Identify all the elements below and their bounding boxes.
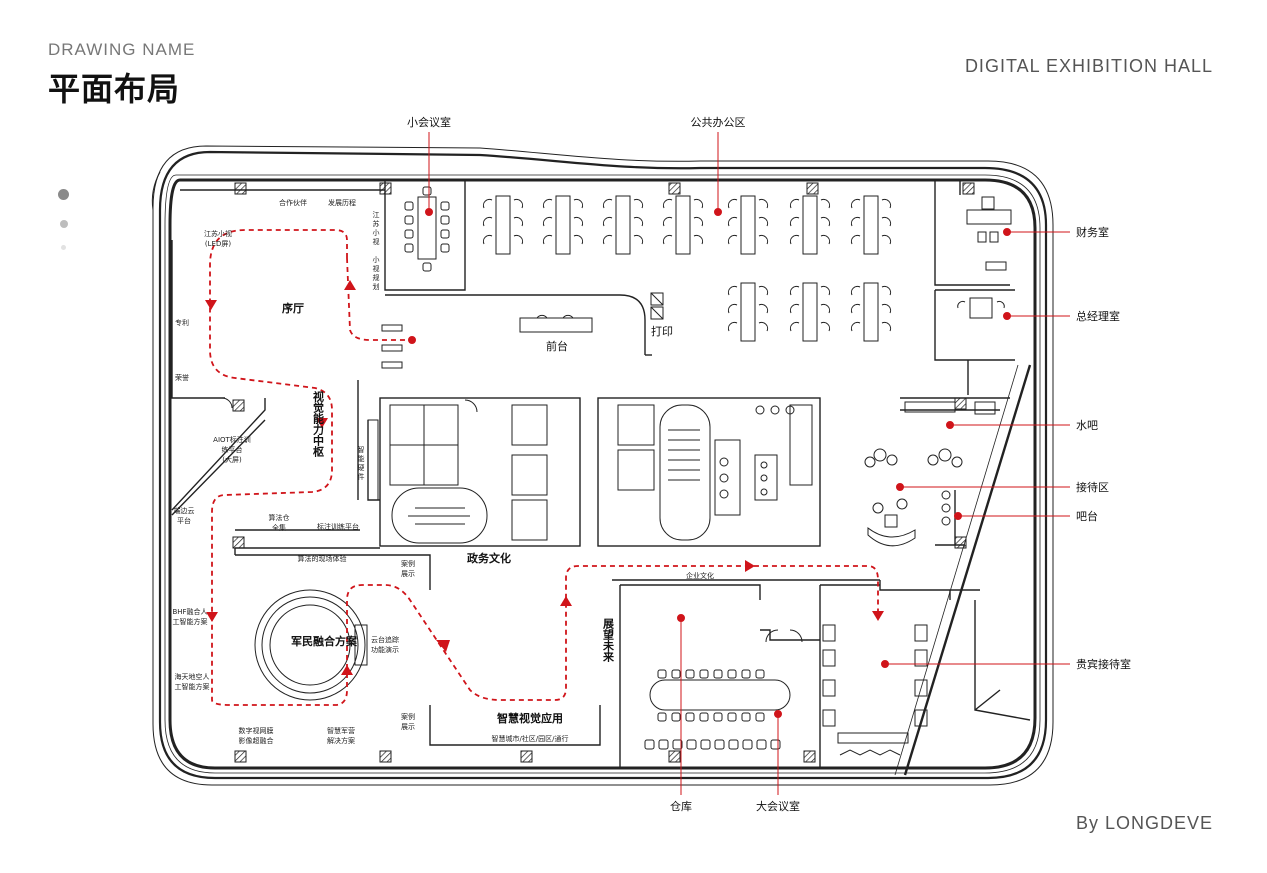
- water-bar-label: 水吧: [1076, 419, 1098, 432]
- jiangsu-label-2: (LED屏): [205, 240, 231, 248]
- corp-culture-label: 企业文化: [686, 571, 714, 580]
- smart-vision-label: 智慧视觉应用: [497, 711, 563, 725]
- outer-walls: [151, 145, 1054, 786]
- plan-vertical-char-1: 小: [373, 255, 380, 264]
- callout-leaders: [408, 132, 1070, 795]
- jiangsu-vertical-char-2: 苏: [373, 219, 380, 228]
- jiangsu-label-1: 江苏小视: [204, 229, 232, 238]
- case2-label-1: 案例: [401, 712, 415, 721]
- pager-dot-3[interactable]: [61, 245, 66, 250]
- reception-area-label: 接待区: [1076, 480, 1109, 494]
- front-desk-label: 前台: [546, 339, 568, 353]
- page-title: 平面布局: [48, 70, 181, 108]
- print-label: 打印: [651, 324, 673, 338]
- aiot-label-3: (大屏): [222, 455, 242, 464]
- future-label: 展望未来: [602, 618, 616, 663]
- visual-hub-label: 视觉能力中枢: [312, 390, 325, 458]
- honor-label: 荣誉: [175, 373, 189, 382]
- smart-city-label: 智慧城市/社区/园区/通行: [491, 734, 568, 743]
- history-label: 发展历程: [328, 198, 356, 207]
- partition-walls: [171, 180, 1032, 776]
- case1-label-2: 展示: [401, 570, 415, 578]
- visual-hub-label-vertical: 视觉能力中枢: [312, 390, 325, 458]
- cloud-track-label-1: 云台追踪: [371, 635, 399, 644]
- patent-label: 专利: [175, 318, 189, 327]
- finance-room-label: 财务室: [1076, 225, 1109, 239]
- label-platform-label: 标注训练平台: [317, 522, 359, 531]
- tour-route-arrows: [205, 280, 884, 675]
- digital-label-2: 影像超融合: [239, 736, 274, 745]
- camp-label-1: 智慧军营: [327, 726, 355, 735]
- warehouse-label: 仓库: [670, 799, 692, 813]
- bhf-label-1: BHF融合人: [172, 607, 207, 616]
- jiangsu-vertical-char-4: 视: [373, 237, 380, 246]
- smart-hw-char-4: 件: [358, 472, 365, 481]
- pager-dot-2[interactable]: [60, 220, 68, 228]
- tour-route: [209, 229, 879, 706]
- bhf-label-2: 工智能方案: [173, 617, 208, 626]
- future-label-vertical: 展望未来: [602, 618, 616, 663]
- small-labels: 合作伙伴 发展历程 江苏小视 (LED屏) 专利 荣誉 AIOT标注训 练平台 …: [172, 198, 714, 745]
- algo-store-label-1: 算法仓: [269, 513, 290, 522]
- sea-label-1: 海天地空人: [175, 672, 210, 681]
- digital-label-1: 数字视网膜: [239, 726, 274, 735]
- office-chairs: [482, 198, 892, 332]
- columns: [232, 182, 975, 763]
- plan-vertical-char-4: 划: [373, 282, 380, 291]
- furniture: [221, 186, 1012, 756]
- large-meeting-room-label: 大会议室: [756, 799, 800, 813]
- cloud-track-label-2: 功能演示: [371, 645, 399, 654]
- bar-counter-label: 吧台: [1076, 509, 1098, 523]
- case1-label-1: 案例: [401, 559, 415, 568]
- smart-hw-char-3: 硬: [358, 464, 365, 472]
- aiot-label-2: 练平台: [222, 445, 243, 454]
- aiot-label-1: AIOT标注训: [213, 435, 251, 444]
- gov-culture-label: 政务文化: [467, 551, 511, 565]
- jiangsu-vertical-char-3: 小: [373, 228, 380, 237]
- drawing-name-label: DRAWING NAME: [48, 40, 196, 59]
- credit-label: By LONGDEVE: [1075, 813, 1213, 833]
- vip-reception-label: 贵宾接待室: [1076, 657, 1131, 671]
- small-meeting-room-label: 小会议室: [407, 115, 451, 129]
- gm-office-label: 总经理室: [1076, 309, 1120, 323]
- smart-hw-char-2: 能: [358, 454, 365, 463]
- project-name: DIGITAL EXHIBITION HALL: [964, 56, 1213, 76]
- jiangsu-vertical-char-1: 江: [373, 211, 380, 219]
- algo-field-label: 算法的现场体验: [298, 554, 347, 563]
- edge-label-1: 端边云: [174, 506, 195, 515]
- plan-vertical-char-2: 视: [373, 264, 380, 273]
- lobby-label: 序厅: [282, 301, 304, 315]
- sea-label-2: 工智能方案: [175, 682, 210, 691]
- civil-military-label: 军民融合方案: [291, 634, 358, 648]
- case2-label-2: 展示: [401, 723, 415, 731]
- edge-label-2: 平台: [177, 516, 191, 525]
- algo-store-label-2: 全集: [272, 523, 286, 532]
- plan-vertical-char-3: 规: [373, 273, 380, 282]
- smart-hw-char-1: 智: [358, 445, 365, 454]
- camp-label-2: 解决方案: [327, 736, 355, 745]
- pager-dot-1[interactable]: [58, 189, 69, 200]
- public-office-label: 公共办公区: [691, 116, 746, 129]
- partners-label: 合作伙伴: [279, 198, 307, 207]
